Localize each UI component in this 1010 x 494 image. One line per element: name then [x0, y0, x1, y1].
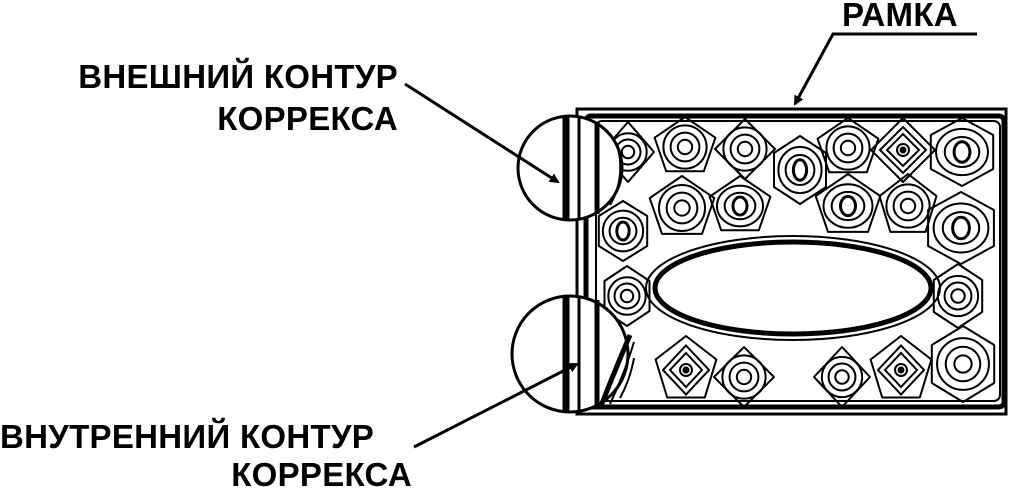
- cell-ring: [878, 125, 928, 175]
- cell-outline: [648, 175, 716, 235]
- cell-ring: [820, 355, 864, 399]
- cell-ring: [883, 351, 919, 389]
- cell-core: [894, 363, 908, 377]
- cell-core: [952, 140, 972, 164]
- cell-outline: [930, 325, 996, 403]
- cell-core: [899, 197, 917, 215]
- cell-core: [736, 140, 754, 158]
- cell-outline: [653, 116, 717, 173]
- cell-ring: [943, 136, 981, 168]
- cell-core: [896, 143, 910, 157]
- frame-label: РАМКА: [842, 0, 958, 33]
- cell-core: [673, 199, 691, 217]
- cell-core: [619, 288, 635, 304]
- honeycomb-cells: [597, 116, 996, 408]
- cell-ring: [662, 124, 708, 170]
- cell-ring: [944, 345, 982, 383]
- cell-core: [950, 288, 966, 304]
- cell-ring: [892, 190, 924, 222]
- cell-ring: [885, 132, 921, 168]
- cell-ring: [665, 191, 699, 225]
- cell-ring: [715, 184, 765, 228]
- cell-core: [839, 139, 857, 157]
- outer-contour-pointer-line: [404, 82, 560, 184]
- cell-ring: [722, 126, 768, 172]
- inner-contour-pointer-line: [413, 362, 579, 449]
- cell-dot: [682, 366, 690, 374]
- cell-ring: [935, 127, 989, 177]
- cell-outline: [816, 117, 880, 174]
- cell-core: [834, 369, 850, 385]
- cell-ring: [721, 354, 767, 400]
- cell-outline: [597, 200, 649, 262]
- cell-core: [791, 158, 809, 182]
- cell-ring: [729, 133, 761, 165]
- center-oval-outline: [645, 235, 941, 341]
- cell-core: [615, 220, 631, 242]
- cell-outline: [870, 117, 936, 183]
- cell-ring: [607, 276, 647, 316]
- cell-ring: [657, 183, 707, 233]
- cell-ring: [608, 216, 638, 246]
- cell-ring: [825, 125, 871, 171]
- cell-ring: [661, 344, 711, 396]
- cell-dot: [899, 146, 907, 154]
- cell-outline: [878, 173, 938, 233]
- cell-ring: [830, 190, 866, 222]
- cell-outline: [603, 265, 651, 327]
- cell-core: [951, 215, 971, 241]
- cell-core: [676, 138, 694, 156]
- cell-outline: [869, 335, 933, 399]
- cell-core: [679, 363, 693, 377]
- cell-ring: [613, 282, 641, 310]
- inner-contour-label-line1: ВНУТРЕННИЙ КОНТУР: [0, 418, 375, 455]
- magnifier-top: [516, 114, 624, 222]
- outer-contour-label-line1: ВНЕШНИЙ КОНТУР: [78, 58, 398, 95]
- cell-core: [731, 195, 749, 217]
- cell-ring: [822, 183, 874, 229]
- cell-ring: [943, 281, 973, 311]
- inner-contour-label-line2: КОРРЕКСА: [231, 456, 412, 493]
- corex-outer-contour: [583, 113, 1007, 410]
- cell-ring: [876, 344, 926, 396]
- cell-ring: [885, 183, 931, 229]
- cell-outline: [708, 175, 772, 232]
- cell-outline: [927, 191, 995, 265]
- cell-ring: [777, 145, 823, 195]
- cell-ring: [832, 132, 864, 164]
- cell-outline: [929, 117, 995, 187]
- cell-ring: [936, 337, 990, 391]
- center-oval: [652, 239, 934, 337]
- corex-inner-contour: [595, 120, 1001, 402]
- cell-ring: [784, 154, 816, 186]
- cell-ring: [669, 131, 701, 163]
- cell-ring: [827, 362, 857, 392]
- outer-contour-label-line2: КОРРЕКСА: [217, 100, 398, 137]
- cell-ring: [941, 211, 981, 245]
- cell-core: [620, 144, 636, 160]
- frame-pointer-line: [793, 32, 977, 106]
- cell-outline: [654, 335, 718, 399]
- cell-outline: [814, 173, 882, 233]
- cell-ring: [601, 209, 645, 253]
- cell-core: [735, 368, 753, 386]
- cell-outline: [813, 346, 871, 408]
- cell-ring: [728, 361, 760, 393]
- cell-ring: [668, 351, 704, 389]
- cell-core: [839, 194, 857, 218]
- cell-dot: [897, 366, 905, 374]
- cell-core: [953, 354, 973, 374]
- cell-ring: [723, 191, 757, 221]
- cell-ring: [932, 202, 990, 254]
